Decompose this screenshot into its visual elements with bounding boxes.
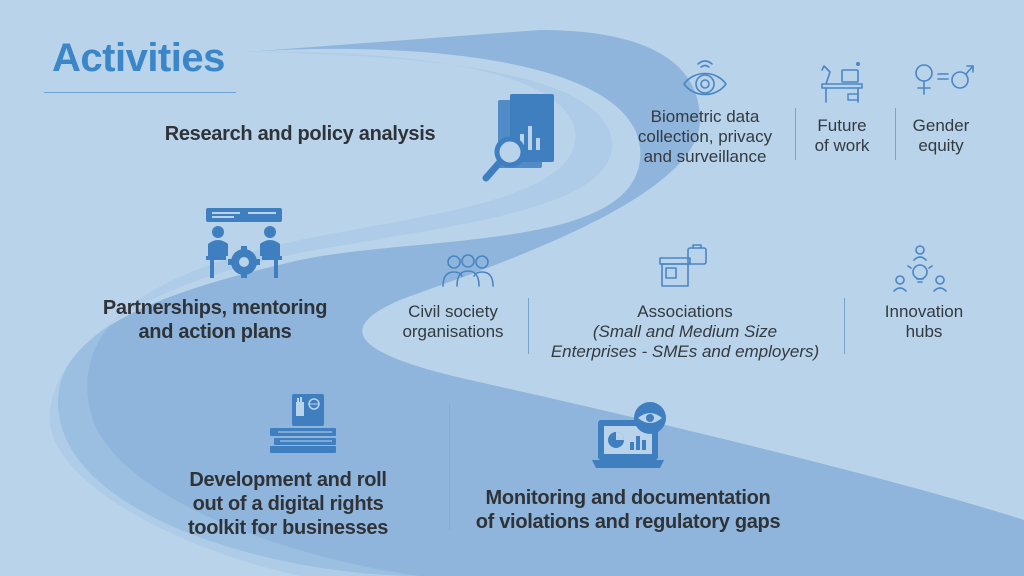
topic-divider	[895, 108, 896, 160]
research-document-icon	[482, 94, 554, 182]
page-title: Activities	[52, 36, 225, 80]
topic-future-of-work: Future of work	[814, 116, 870, 155]
monitoring-laptop-icon	[592, 402, 666, 468]
partnership-meeting-icon	[206, 208, 282, 278]
partner-divider	[528, 298, 529, 354]
toolkit-books-icon	[270, 394, 336, 453]
partner-innovation-hubs: Innovation hubs	[884, 302, 964, 341]
topic-gender-equity: Gender equity	[912, 116, 970, 155]
partner-divider	[844, 298, 845, 354]
partner-civil-society: Civil society organisations	[402, 302, 504, 341]
partner-associations: Associations (Small and Medium Size Ente…	[550, 302, 820, 361]
monitoring-label: Monitoring and documentation of violatio…	[475, 487, 781, 533]
topic-divider	[795, 108, 796, 160]
title-divider	[44, 92, 236, 93]
desk-icon	[821, 62, 863, 103]
people-icon	[442, 254, 494, 287]
toolkit-label: Development and roll out of a digital ri…	[187, 469, 389, 539]
topic-biometric: Biometric data collection, privacy and s…	[637, 107, 773, 166]
gender-icon	[915, 64, 974, 95]
research-label: Research and policy analysis	[164, 123, 436, 145]
partnerships-label: Partnerships, mentoring and action plans	[102, 297, 328, 343]
lightbulb-icon	[893, 245, 947, 292]
store-icon	[659, 244, 707, 287]
eye-icon	[683, 60, 727, 96]
bottom-divider	[449, 404, 450, 530]
